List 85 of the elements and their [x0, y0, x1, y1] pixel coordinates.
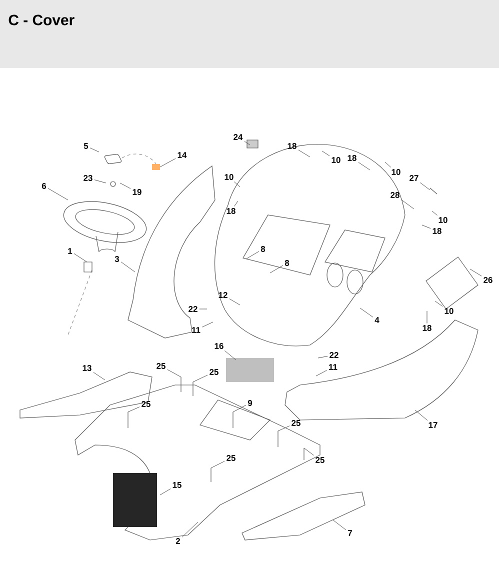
callout-number: 11 — [192, 327, 200, 333]
leader-line — [199, 308, 208, 310]
leader-line — [234, 200, 238, 207]
callout-number: 5 — [84, 143, 88, 149]
leader-line — [48, 188, 68, 200]
leader-line — [202, 322, 214, 328]
callout-number: 27 — [410, 175, 418, 181]
leader-line — [167, 369, 182, 378]
leader-line — [426, 310, 428, 324]
leader-line — [384, 162, 392, 168]
callout-number: 18 — [432, 228, 442, 234]
leader-line — [93, 372, 106, 380]
leader-line — [414, 410, 428, 421]
callout-number: 25 — [316, 457, 324, 463]
callout-number: 10 — [392, 169, 400, 175]
callout-number: 12 — [218, 292, 228, 298]
leader-line — [434, 300, 443, 307]
callout-number: 17 — [428, 422, 438, 428]
callout-number: 7 — [348, 530, 352, 536]
callout-number: 26 — [484, 277, 492, 283]
callout-number: 25 — [210, 369, 218, 375]
leader-line — [94, 180, 106, 184]
callout-number: 10 — [224, 174, 234, 180]
leader-line — [244, 141, 250, 146]
callout-number: 10 — [444, 308, 454, 314]
callout-number: 25 — [156, 363, 166, 369]
leader-line — [420, 182, 430, 190]
callout-number: 22 — [188, 306, 198, 312]
leader-line — [316, 370, 328, 376]
callout-number: 8 — [260, 246, 266, 252]
leader-line — [401, 199, 414, 210]
leader-line — [224, 350, 236, 360]
leader-line — [182, 522, 198, 538]
callout-number: 1 — [68, 248, 72, 254]
callout-number: 19 — [132, 189, 142, 195]
callout-number: 28 — [390, 192, 400, 198]
leader-line — [270, 265, 284, 274]
callout-number: 13 — [82, 365, 92, 371]
leader-line — [432, 210, 438, 216]
leader-line — [278, 426, 290, 432]
leader-line — [229, 298, 240, 306]
callout-number: 14 — [178, 152, 187, 158]
leader-line — [234, 181, 240, 188]
callout-number: 8 — [284, 260, 290, 266]
leader-line — [358, 162, 370, 170]
leader-line — [422, 224, 431, 229]
leader-line — [360, 308, 374, 318]
callout-number: 18 — [348, 155, 356, 161]
leader-line — [120, 182, 131, 189]
callout-number: 18 — [226, 208, 236, 214]
callout-number: 25 — [142, 401, 150, 407]
leader-line — [246, 251, 260, 260]
leader-line — [298, 150, 310, 158]
leader-line — [232, 404, 246, 412]
leader-line — [128, 406, 140, 412]
callout-number: 16 — [214, 343, 224, 349]
callout-number: 11 — [329, 364, 338, 370]
callout-number: 3 — [114, 256, 120, 262]
leader-line — [120, 262, 136, 272]
callout-number: 23 — [84, 175, 92, 181]
callout-number: 10 — [438, 217, 448, 223]
callout-number: 25 — [226, 455, 236, 461]
callout-number: 18 — [422, 325, 432, 331]
callout-number: 25 — [292, 420, 300, 426]
leader-line — [332, 520, 346, 530]
callout-number: 15 — [172, 482, 182, 488]
leader-line — [318, 356, 328, 358]
callout-number: 6 — [42, 183, 46, 189]
leader-line — [74, 253, 88, 262]
leader-line — [160, 488, 171, 496]
callout-number: 18 — [288, 143, 296, 149]
callout-number: 10 — [332, 157, 340, 163]
title: C - Cover — [8, 14, 74, 26]
leader-line — [322, 150, 330, 156]
leader-line — [304, 448, 314, 456]
callout-number: 9 — [248, 400, 252, 406]
leader-line — [192, 374, 208, 382]
callout-number: 2 — [176, 538, 180, 544]
callout-number: 4 — [374, 317, 380, 323]
leader-line — [470, 268, 482, 276]
leader-line — [160, 158, 176, 168]
callout-number: 22 — [330, 352, 338, 358]
leader-line — [90, 148, 100, 152]
callout-number: 24 — [234, 134, 243, 140]
leader-line — [210, 460, 225, 468]
